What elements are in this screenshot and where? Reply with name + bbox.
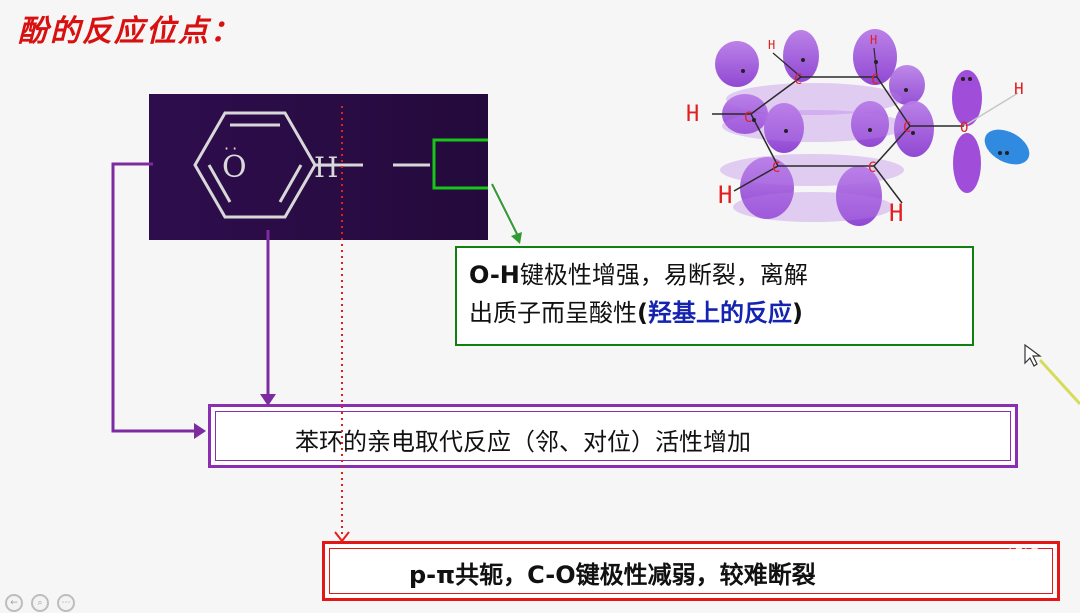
ring-callout-inner-border bbox=[215, 411, 1011, 461]
orbital-label-c-3: C bbox=[744, 110, 752, 126]
hydrogen-atom-label: H bbox=[314, 151, 339, 184]
orbital-label-c-1: C bbox=[794, 72, 802, 88]
oh-bond-callout: O-H键极性增强，易断裂，离解 出质子而呈酸性(羟基上的反应) bbox=[455, 246, 974, 346]
orbital-label-h-top-left: H bbox=[768, 38, 775, 52]
oh-bold-prefix: O-H bbox=[469, 261, 520, 289]
oh-callout-line-2: 出质子而呈酸性(羟基上的反应) bbox=[469, 294, 960, 332]
orbital-diagram: H H H H H H C C C C C C O bbox=[686, 29, 1030, 227]
oh-callout-line-1: O-H键极性增强，易断裂，离解 bbox=[469, 256, 960, 294]
slide-title: 酚的反应位点： bbox=[18, 14, 242, 49]
orbital-label-c-2: C bbox=[871, 72, 879, 88]
oh-highlight-text: 羟基上的反应 bbox=[647, 299, 792, 327]
oh-paren-close: ) bbox=[791, 299, 803, 327]
back-control-button[interactable]: ← bbox=[5, 594, 23, 612]
oh-paren-open: ( bbox=[637, 299, 648, 327]
oh-line-2-text: 出质子而呈酸性 bbox=[469, 299, 637, 327]
oxygen-atom-label: O bbox=[222, 150, 247, 185]
mouse-cursor-icon bbox=[1024, 344, 1042, 367]
ring-substitution-callout: 苯环的亲电取代反应（邻、对位）活性增加 bbox=[208, 404, 1018, 468]
orbital-label-c-5: C bbox=[772, 160, 780, 176]
orbital-label-c-4: C bbox=[903, 120, 911, 136]
orbital-label-h-bottom-left: H bbox=[718, 181, 732, 209]
orbital-label-o: O bbox=[960, 120, 968, 136]
p-pi-conjugation-callout: p-π共轭，C-O键极性减弱，较难断裂 bbox=[322, 541, 1060, 601]
corner-icon: ◔◔ bbox=[1008, 540, 1040, 561]
oh-line-1-text: 键极性增强，易断裂，离解 bbox=[519, 261, 808, 289]
orbital-label-h-oxygen: H bbox=[1014, 79, 1024, 98]
orbital-label-h-bottom-right: H bbox=[889, 199, 903, 227]
phenol-structure-panel bbox=[149, 94, 488, 240]
orbital-label-c-6: C bbox=[868, 160, 876, 176]
more-control-button[interactable]: ⋯ bbox=[57, 594, 75, 612]
pi-callout-text: p-π共轭，C-O键极性减弱，较难断裂 bbox=[409, 561, 816, 589]
orbital-label-h-top-right: H bbox=[870, 33, 877, 47]
pi-callout-inner-border bbox=[329, 548, 1053, 594]
ring-callout-text: 苯环的亲电取代反应（邻、对位）活性增加 bbox=[295, 428, 751, 456]
zoom-control-button[interactable]: ⌕ bbox=[31, 594, 49, 612]
orbital-label-h-left: H bbox=[686, 102, 699, 127]
oxygen-lone-pair: ·· bbox=[224, 139, 241, 158]
slide-controls: ← ⌕ ⋯ bbox=[5, 594, 75, 612]
